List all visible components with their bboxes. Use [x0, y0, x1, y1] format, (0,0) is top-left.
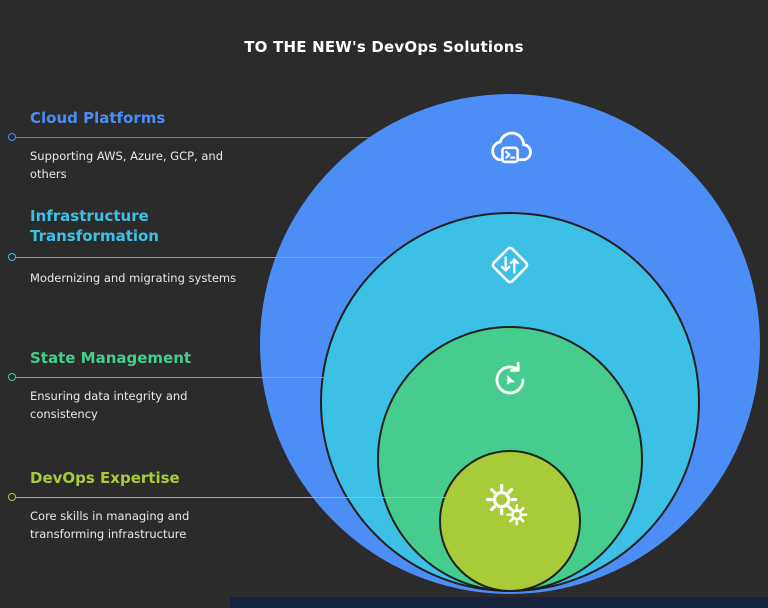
- description-devops-expertise: Core skills in managing and transforming…: [30, 509, 190, 541]
- description-state-management: Ensuring data integrity and consistency: [30, 389, 188, 421]
- connector-infrastructure-transformation: [14, 257, 386, 258]
- label-infrastructure-transformation: Infrastructure Transformation: [30, 207, 159, 246]
- connector-state-management: [14, 377, 405, 378]
- refresh-tap-icon: [484, 354, 536, 406]
- footer-bar: [230, 597, 768, 608]
- label-state-management: State Management: [30, 349, 192, 367]
- label-devops-expertise: DevOps Expertise: [30, 469, 180, 487]
- connector-node-cloud-platforms: [8, 133, 16, 141]
- cloud-icon: [484, 124, 536, 176]
- diagram-title: TO THE NEW's DevOps Solutions: [244, 38, 524, 56]
- description-infrastructure-transformation: Modernizing and migrating systems: [30, 271, 237, 285]
- connector-node-devops-expertise: [8, 493, 16, 501]
- transform-arrows-icon: [484, 239, 536, 291]
- connector-node-state-management: [8, 373, 16, 381]
- description-cloud-platforms: Supporting AWS, Azure, GCP, and others: [30, 149, 223, 181]
- connector-node-infrastructure-transformation: [8, 253, 16, 261]
- gears-icon: [481, 479, 533, 531]
- label-cloud-platforms: Cloud Platforms: [30, 109, 166, 127]
- connector-cloud-platforms: [14, 137, 370, 138]
- connector-devops-expertise: [14, 497, 448, 498]
